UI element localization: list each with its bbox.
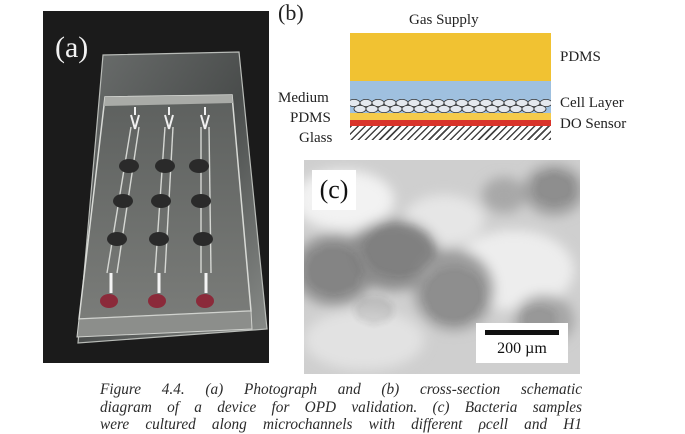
figure-caption: Figure 4.4. (a) Photograph and (b) cross… (100, 381, 582, 434)
do-sensor-label: DO Sensor (560, 117, 626, 132)
device-photograph: (a) (43, 11, 269, 363)
panel-label-a: (a) (55, 33, 88, 63)
panel-label-b: (b) (278, 2, 304, 24)
cell-shape (426, 105, 438, 112)
cell-shape (402, 105, 414, 112)
caption-line: were cultured along microchannels with d… (100, 416, 582, 434)
cell-shape (486, 105, 498, 112)
cell-shape (510, 105, 522, 112)
cell-shape (354, 105, 366, 112)
scale-bar-box: 200 µm (476, 323, 568, 363)
caption-line: Figure 4.4. (a) Photograph and (b) cross… (100, 381, 582, 399)
caption-line: diagram of a device for OPD validation. … (100, 399, 582, 417)
glass-label: Glass (299, 131, 332, 146)
cell-shape (522, 105, 534, 112)
glass-layer (350, 126, 551, 140)
cell-shape (378, 105, 390, 112)
cell-layer-band (350, 98, 551, 114)
pdms-bottom-layer (350, 113, 551, 120)
pdms-bottom-label: PDMS (290, 111, 331, 126)
cell-shape (414, 105, 426, 112)
pdms-top-label: PDMS (560, 50, 601, 65)
cell-shape (498, 105, 510, 112)
cell-shape (534, 105, 546, 112)
panel-label-c: (c) (312, 170, 356, 210)
cell-shape (450, 105, 462, 112)
pdms-top-layer (350, 33, 551, 81)
cell-shape (438, 105, 450, 112)
cell-layer-label: Cell Layer (560, 96, 624, 111)
cell-shape (390, 105, 402, 112)
gas-supply-label: Gas Supply (409, 13, 479, 28)
cell-shape (462, 105, 474, 112)
scale-bar (485, 330, 559, 335)
bacteria-micrograph: (c) 200 µm (304, 160, 580, 374)
medium-label: Medium (278, 91, 329, 106)
scale-bar-label: 200 µm (476, 340, 568, 358)
cell-shape (366, 105, 378, 112)
cell-shape (474, 105, 486, 112)
